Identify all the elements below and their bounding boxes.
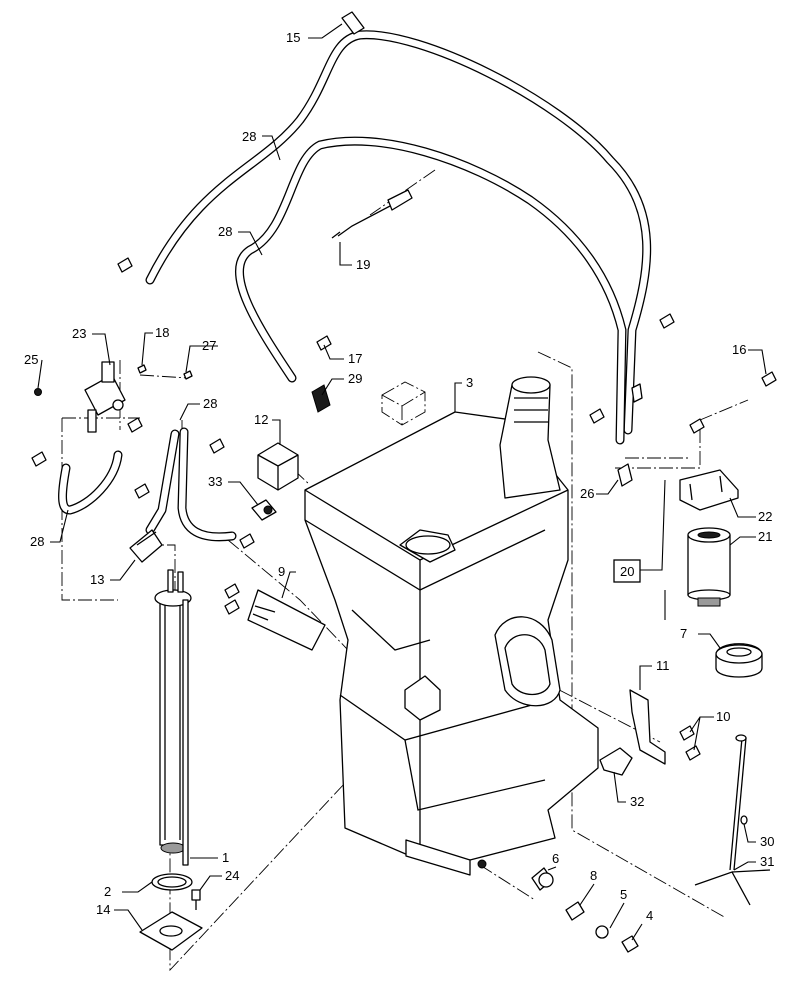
connector-33	[251, 499, 277, 521]
callout-28-left: 28	[30, 534, 44, 549]
callout-28-right: 28	[203, 396, 217, 411]
filter-bracket	[679, 469, 739, 511]
callout-30: 30	[760, 834, 774, 849]
callout-31: 31	[760, 854, 774, 869]
callout-20-box	[613, 559, 641, 583]
fuel-cap	[715, 643, 763, 678]
callout-6: 6	[552, 851, 559, 866]
callout-25: 25	[24, 352, 38, 367]
small-fittings	[31, 257, 777, 615]
callout-15: 15	[286, 30, 300, 45]
callout-3: 3	[466, 375, 473, 390]
callout-13: 13	[90, 572, 104, 587]
drain-hardware	[531, 867, 639, 953]
level-sender	[154, 569, 192, 866]
callout-14: 14	[96, 902, 110, 917]
callouts: 1 2 3 4 5 6 7 8 9 10 11 12 13 14 15 16 1…	[24, 30, 774, 923]
callout-29: 29	[348, 371, 362, 386]
filler-neck	[499, 376, 561, 499]
callout-28-top: 28	[242, 129, 256, 144]
inline-filter	[129, 529, 163, 563]
callout-18: 18	[155, 325, 169, 340]
callout-28-middle: 28	[218, 224, 232, 239]
callout-33: 33	[208, 474, 222, 489]
callout-5: 5	[620, 887, 627, 902]
callout-32: 32	[630, 794, 644, 809]
callout-23: 23	[72, 326, 86, 341]
callout-24: 24	[225, 868, 239, 883]
callout-9: 9	[278, 564, 285, 579]
heat-shield	[247, 589, 326, 651]
mounting-plate	[139, 911, 203, 951]
callout-20: 20	[620, 564, 634, 579]
ghost-box	[381, 381, 426, 426]
screw-24	[191, 889, 201, 910]
callout-8: 8	[590, 868, 597, 883]
callout-2: 2	[104, 884, 111, 899]
callout-7: 7	[680, 626, 687, 641]
callout-17: 17	[348, 351, 362, 366]
callout-21: 21	[758, 529, 772, 544]
fuel-pump	[84, 361, 126, 433]
callout-10: 10	[716, 709, 730, 724]
callout-11: 11	[656, 658, 670, 673]
fuel-tank	[304, 411, 599, 876]
callout-22: 22	[758, 509, 772, 524]
fuel-filter	[687, 527, 731, 607]
callout-12: 12	[254, 412, 268, 427]
bolts-10	[679, 725, 701, 761]
sensor-19	[331, 189, 413, 239]
gasket	[151, 873, 193, 891]
callout-1: 1	[222, 850, 229, 865]
tank-strap	[694, 734, 771, 906]
bracket-11	[629, 689, 666, 765]
callout-4: 4	[646, 908, 653, 923]
callout-16: 16	[732, 342, 746, 357]
callout-26: 26	[580, 486, 594, 501]
fuel-hoses	[58, 30, 652, 542]
callout-19: 19	[356, 257, 370, 272]
clamp-15	[341, 11, 365, 35]
leader-lines	[37, 23, 767, 941]
relay-box	[257, 442, 299, 491]
bumper-32	[599, 747, 633, 776]
